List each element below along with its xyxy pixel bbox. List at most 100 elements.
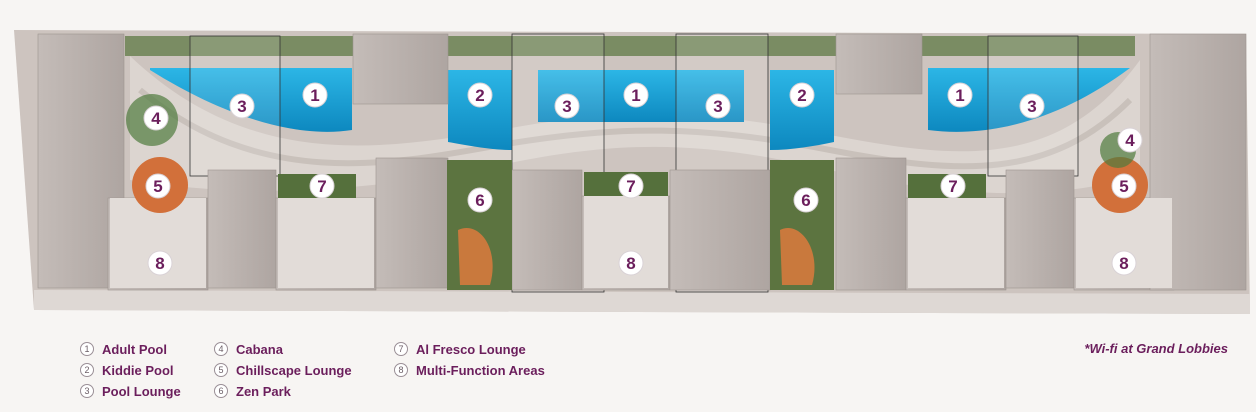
legend-label: Cabana xyxy=(236,341,283,357)
marker-number: 1 xyxy=(631,86,640,105)
legend-item-cabana: 4 Cabana xyxy=(214,340,394,358)
marker-number: 3 xyxy=(713,97,722,116)
legend-label: Pool Lounge xyxy=(102,383,181,399)
legend-label: Kiddie Pool xyxy=(102,362,174,378)
legend-item-al-fresco-lounge: 7 Al Fresco Lounge xyxy=(394,340,594,358)
marker-badge xyxy=(554,93,580,119)
marker-number: 3 xyxy=(562,97,571,116)
marker-badge xyxy=(143,105,169,131)
legend-number: 1 xyxy=(80,342,94,356)
marker-number: 7 xyxy=(948,177,957,196)
marker-badge xyxy=(302,82,328,108)
marker-badge xyxy=(145,173,171,199)
legend-number: 3 xyxy=(80,384,94,398)
amenity-marker-kiddie-pool: 2 xyxy=(467,82,493,108)
amenity-marker-cabana: 4 xyxy=(1117,127,1143,153)
tower-block xyxy=(835,157,907,291)
amenity-marker-pool-lounge: 3 xyxy=(1019,93,1045,119)
amenity-marker-zen-park: 6 xyxy=(793,187,819,213)
legend-item-adult-pool: 1 Adult Pool xyxy=(80,340,214,358)
marker-number: 5 xyxy=(1119,177,1128,196)
amenity-marker-zen-park: 6 xyxy=(467,187,493,213)
legend-item-multi-function-areas: 8 Multi-Function Areas xyxy=(394,361,594,379)
legend-label: Chillscape Lounge xyxy=(236,362,352,378)
legend-number: 5 xyxy=(214,363,228,377)
marker-number: 2 xyxy=(475,86,484,105)
marker-number: 4 xyxy=(151,109,161,128)
marker-number: 1 xyxy=(310,86,319,105)
tower-block xyxy=(1005,169,1075,289)
pool-kiddie-left xyxy=(448,70,512,150)
marker-badge xyxy=(229,93,255,119)
marker-number: 7 xyxy=(626,177,635,196)
amenity-marker-pool-lounge: 3 xyxy=(705,93,731,119)
amenity-marker-adult-pool: 1 xyxy=(947,82,973,108)
legend-item-pool-lounge: 3 Pool Lounge xyxy=(80,382,214,400)
marker-badge xyxy=(1019,93,1045,119)
marker-badge xyxy=(940,173,966,199)
tower-block xyxy=(669,169,771,291)
amenity-marker-pool-lounge: 3 xyxy=(229,93,255,119)
amenity-marker-al-fresco-lounge: 7 xyxy=(618,173,644,199)
marker-badge xyxy=(1111,173,1137,199)
legend-number: 2 xyxy=(80,363,94,377)
legend-number: 4 xyxy=(214,342,228,356)
tower-block xyxy=(375,157,449,289)
legend-column-3: 7 Al Fresco Lounge 8 Multi-Function Area… xyxy=(394,340,594,400)
tower-block xyxy=(207,169,277,289)
legend-label: Al Fresco Lounge xyxy=(416,341,526,357)
marker-number: 2 xyxy=(797,86,806,105)
amenity-marker-cabana: 4 xyxy=(143,105,169,131)
amenity-marker-multi-function-areas: 8 xyxy=(1111,250,1137,276)
marker-badge xyxy=(309,173,335,199)
function-area-floor xyxy=(278,198,374,288)
marker-badge xyxy=(623,82,649,108)
marker-number: 6 xyxy=(475,191,484,210)
marker-number: 4 xyxy=(1125,131,1135,150)
marker-badge xyxy=(793,187,819,213)
marker-badge xyxy=(618,250,644,276)
amenity-marker-pool-lounge: 3 xyxy=(554,93,580,119)
pool-kiddie-right xyxy=(770,70,834,150)
marker-badge xyxy=(618,173,644,199)
legend-label: Zen Park xyxy=(236,383,291,399)
tower-block xyxy=(511,169,583,291)
legend-item-kiddie-pool: 2 Kiddie Pool xyxy=(80,361,214,379)
marker-badge xyxy=(1117,127,1143,153)
marker-number: 3 xyxy=(1027,97,1036,116)
marker-number: 1 xyxy=(955,86,964,105)
marker-number: 8 xyxy=(155,254,164,273)
amenity-marker-adult-pool: 1 xyxy=(302,82,328,108)
marker-badge xyxy=(1111,250,1137,276)
legend: 1 Adult Pool 2 Kiddie Pool 3 Pool Lounge… xyxy=(80,340,594,400)
legend-label: Multi-Function Areas xyxy=(416,362,545,378)
function-area-floor xyxy=(908,198,1004,288)
marker-badge xyxy=(147,250,173,276)
tower-block xyxy=(835,33,923,95)
marker-number: 6 xyxy=(801,191,810,210)
legend-number: 8 xyxy=(394,363,408,377)
marker-badge xyxy=(789,82,815,108)
amenity-marker-al-fresco-lounge: 7 xyxy=(940,173,966,199)
amenity-marker-chillscape-lounge: 5 xyxy=(1111,173,1137,199)
amenity-marker-multi-function-areas: 8 xyxy=(147,250,173,276)
legend-column-1: 1 Adult Pool 2 Kiddie Pool 3 Pool Lounge xyxy=(80,340,214,400)
marker-badge xyxy=(467,82,493,108)
legend-number: 7 xyxy=(394,342,408,356)
amenity-marker-kiddie-pool: 2 xyxy=(789,82,815,108)
tower-block xyxy=(352,33,449,105)
amenity-marker-multi-function-areas: 8 xyxy=(618,250,644,276)
amenity-marker-adult-pool: 1 xyxy=(623,82,649,108)
marker-badge xyxy=(705,93,731,119)
wifi-note: *Wi-fi at Grand Lobbies xyxy=(1084,341,1228,356)
legend-column-2: 4 Cabana 5 Chillscape Lounge 6 Zen Park xyxy=(214,340,394,400)
marker-number: 5 xyxy=(153,177,162,196)
marker-badge xyxy=(467,187,493,213)
marker-number: 8 xyxy=(1119,254,1128,273)
legend-label: Adult Pool xyxy=(102,341,167,357)
legend-number: 6 xyxy=(214,384,228,398)
marker-number: 3 xyxy=(237,97,246,116)
site-edge xyxy=(34,290,1250,314)
